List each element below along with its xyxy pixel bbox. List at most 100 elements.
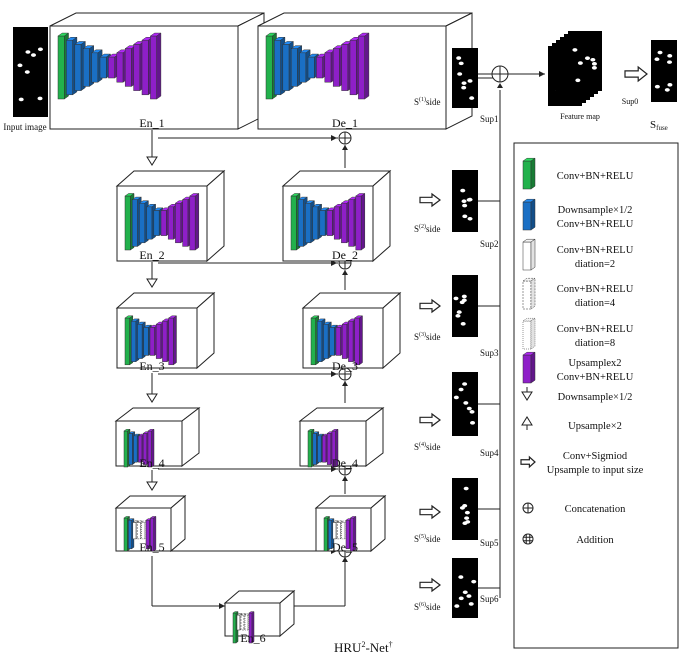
feature-map-layer-6-blob-1 — [584, 56, 590, 60]
side-label-sup-4: (4) — [419, 441, 426, 448]
encoder-content-4 — [123, 428, 155, 468]
feature-map-layer-6-blob-2 — [591, 62, 597, 66]
side-output-map-5-blob-5 — [464, 510, 470, 515]
side-output-map-6-blob-1 — [454, 604, 460, 608]
encoder-content-3-enc-0-front — [124, 317, 130, 366]
side-label-sup-6: (6) — [419, 601, 426, 608]
side-output-map-3-blob-0 — [453, 296, 459, 301]
encoder-content-3-dec-2-front — [155, 323, 162, 359]
decoder-content-1-enc-4-front — [299, 52, 307, 83]
decoder-content-2-enc-2-front — [305, 202, 312, 244]
side-label-suffix-1: side — [426, 97, 441, 107]
legend-label-4-1: diation=8 — [575, 338, 615, 349]
up-arrow-icon — [521, 416, 533, 430]
side-label-prefix-2: S — [414, 224, 419, 234]
fuse-output-map-blob-2 — [664, 88, 670, 92]
lg-purple-side — [530, 351, 536, 384]
feature-map-label: Feature map — [560, 112, 600, 121]
downsample-arrow-3 — [146, 393, 158, 403]
encoder-content-3-dec-1-front — [162, 320, 168, 362]
side-output-map-6-blob-6 — [462, 590, 468, 595]
legend-label-2-1: diation=2 — [575, 259, 615, 270]
legend-label-9-0: Concatenation — [565, 504, 626, 515]
decoder-content-5-dil-2-top — [340, 520, 348, 523]
side-label-prefix-1: S — [414, 97, 419, 107]
encoder-content-1-dec-0-side — [156, 32, 162, 100]
encoder-box-6-side — [279, 589, 295, 638]
lg-white-front — [522, 241, 532, 271]
encoder-content-5-dil-1-top — [136, 520, 144, 523]
feature-map-layer-6-blob-4 — [577, 61, 583, 65]
decoder-content-2-enc-0-front — [290, 195, 297, 251]
side-output-map-1 — [452, 48, 478, 108]
legend: Conv+BN+RELUDownsample×1/2Conv+BN+RELUCo… — [513, 142, 679, 649]
decoder-box-3-side — [382, 291, 401, 370]
title-sup: 2 — [361, 640, 365, 649]
upsample-arrow-3 — [342, 381, 348, 386]
decoder-content-5-dec-0-side — [353, 515, 357, 552]
dashed-block-icon — [522, 277, 536, 310]
downsample-arrow-2 — [146, 278, 158, 288]
side-label-suffix-6: side — [426, 602, 441, 612]
decoder-content-2-dec-2-front — [341, 202, 348, 244]
side-output-map-5-blob-3 — [464, 516, 470, 520]
side-label-prefix-3: S — [414, 332, 419, 342]
side-output-map-5 — [452, 478, 478, 540]
skip-arrow-3 — [331, 371, 337, 377]
encoder-content-3-dec-3-front — [149, 327, 155, 356]
sup0-label: Sup0 — [622, 97, 638, 106]
sup-label-4: Sup4 — [480, 448, 499, 458]
side-output-map-1-blob-6 — [461, 85, 467, 90]
input-image-bg — [13, 27, 48, 117]
encoder-content-5 — [123, 515, 157, 552]
upsample-arrow-2 — [342, 270, 348, 275]
decoder-content-1-enc-1-front — [274, 39, 281, 96]
purple-block-icon — [522, 351, 536, 384]
encoder-content-2-dec-2-front — [175, 202, 182, 244]
fuse-output-map-blob-3 — [654, 57, 660, 62]
side-output-map-1-blob-0 — [461, 81, 467, 85]
decoder-content-3-enc-0-front — [310, 317, 316, 366]
lg-addition — [522, 533, 534, 545]
side-output-map-4-blob-1 — [470, 421, 476, 425]
sup-label-5: Sup5 — [480, 538, 499, 548]
feature-map-layer-6-blob-0 — [590, 57, 596, 62]
side-output-map-6-blob-3 — [458, 596, 464, 601]
side-label-5: S(5)side — [414, 533, 441, 544]
fuse-concat-node — [491, 65, 509, 83]
encoder-content-5-enc-0-front — [123, 517, 128, 552]
encoder-content-2-dec-0-side — [194, 192, 200, 251]
side-output-map-1-bg — [452, 48, 478, 108]
legend-label-3-0: Conv+BN+RELU — [557, 284, 634, 295]
legend-label-8-0: Conv+Sigmiod — [563, 451, 628, 462]
dotted-block-icon — [522, 317, 536, 350]
side-label-3: S(3)side — [414, 331, 441, 342]
lg-purple-front — [522, 354, 532, 384]
lg-blue-side — [530, 198, 536, 231]
side-label-sup-3: (3) — [419, 331, 426, 338]
side-label-4: S(4)side — [414, 441, 441, 452]
side-label-sup-1: (1) — [419, 96, 426, 103]
decoder-label-3: De_3 — [332, 359, 358, 373]
decoder-content-1-dec-1-front — [349, 39, 357, 96]
side-output-arrow-4 — [419, 412, 441, 428]
decoder-content-2-dec-3-front — [333, 206, 340, 240]
encoder-content-3-enc-2-front — [137, 323, 143, 359]
blue-block-icon — [522, 198, 536, 231]
encoder-content-2-enc-0-front — [124, 195, 131, 251]
encoder-content-1-enc-3-front — [82, 48, 90, 87]
fuse-label: Sfuse — [650, 119, 668, 132]
encoder-content-1-enc-5-front — [99, 56, 107, 79]
legend-label-4-0: Conv+BN+RELU — [557, 324, 634, 335]
decoder-content-1-dec-4-front — [324, 52, 332, 83]
input-image-blob-0 — [37, 96, 43, 101]
decoder-content-3-dec-3-front — [335, 327, 341, 356]
encoder-content-5-enc-1-front — [128, 519, 132, 550]
decoder-content-1 — [265, 32, 370, 100]
sup-label-6: Sup6 — [480, 594, 499, 604]
side-output-map-2-blob-6 — [461, 199, 467, 204]
decoder-content-3-enc-2-front — [323, 323, 329, 359]
side-output-map-5-blob-0 — [463, 486, 469, 491]
decoder-content-1-enc-5-front — [307, 56, 315, 79]
decoder-content-2-enc-3-front — [312, 206, 319, 240]
